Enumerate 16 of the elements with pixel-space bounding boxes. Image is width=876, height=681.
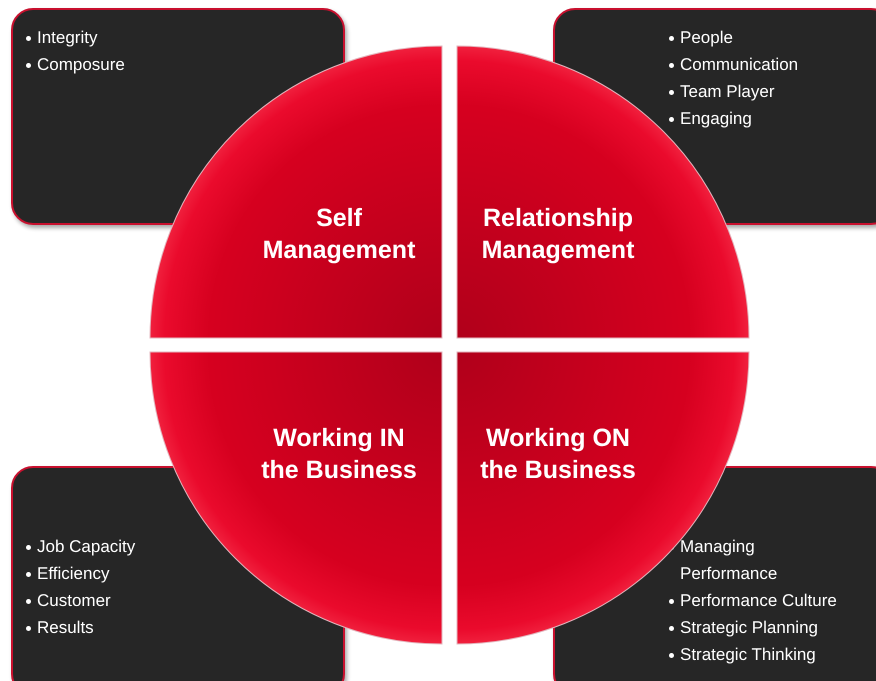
bullet-item: People <box>668 24 868 51</box>
quadrant-title: Working ON the Business <box>479 423 637 486</box>
bullet-item: Team Player <box>668 78 868 105</box>
bullet-item: Performance Culture <box>668 587 843 614</box>
quadrant-title: Working IN the Business <box>260 423 418 486</box>
quadrant-title: Relationship Management <box>480 203 636 266</box>
bullet-item: Communication <box>668 51 868 78</box>
bullet-item: Customer <box>25 587 275 614</box>
quadrant-title: Self Management <box>262 203 416 266</box>
bullet-item: Strategic Planning <box>668 614 843 641</box>
bullet-item: Integrity <box>25 24 275 51</box>
bullet-item: Managing Performance <box>668 533 843 587</box>
bullet-item: Strategic Thinking <box>668 641 843 668</box>
bullet-item: Composure <box>25 51 275 78</box>
bullet-item: Engaging <box>668 105 868 132</box>
bullet-item: Results <box>25 614 275 641</box>
